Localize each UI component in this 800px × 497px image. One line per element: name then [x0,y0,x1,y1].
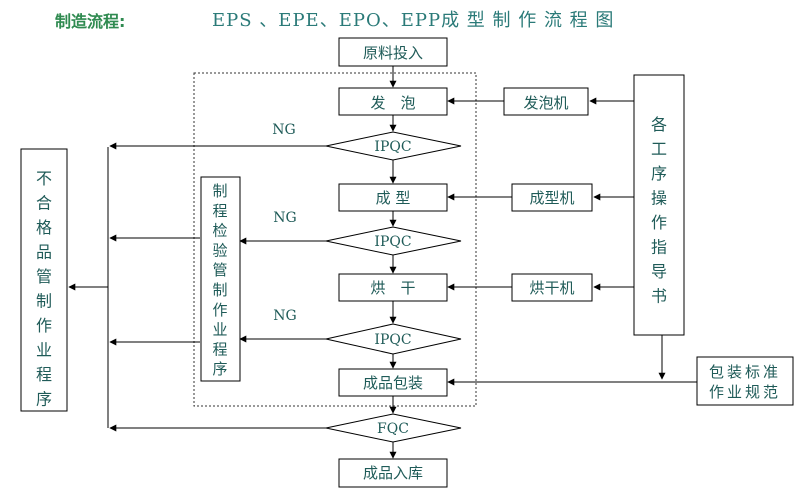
ng-label-3: NG [273,308,296,324]
ng-label-1: NG [272,122,295,138]
mold-machine-box: 成型机 [511,183,593,212]
foam-machine-box: 发泡机 [503,87,589,116]
ipqc-label-2: IPQC [374,234,411,250]
ng-label-2: NG [273,210,296,226]
nonconforming-char: 作 [36,316,52,335]
ipqc-diamond-1: IPQC [325,131,462,161]
sop-char: 作 [651,213,667,232]
nonconforming-char: 品 [36,243,52,262]
inspection-char: 程 [212,340,227,358]
inspection-char: 制 [212,281,227,299]
process-region [193,72,477,407]
inspection-char: 验 [212,241,227,259]
nonconforming-char: 合 [36,194,52,213]
inspection-char: 管 [212,261,227,279]
pack-standard-box: 包装标准 作业规范 [696,356,794,406]
foam-box: 发 泡 [338,87,448,116]
nonconforming-char: 程 [36,365,52,384]
nonconforming-char: 格 [36,218,52,237]
sop-char: 书 [651,287,667,306]
sop-char: 导 [651,262,667,281]
sop-char: 序 [651,164,667,183]
inspection-char: 作 [212,301,227,319]
pack-box: 成品包装 [338,368,448,397]
nonconforming-char: 不 [36,169,52,188]
pack-standard-line-2: 作业规范 [709,383,781,401]
warehouse-label: 成品入库 [363,464,423,482]
dry-box: 烘 干 [338,273,448,302]
inspection-char: 程 [212,202,227,220]
inspection-char: 制 [212,182,227,200]
sop-char: 工 [651,140,667,159]
foam-machine-label: 发泡机 [523,94,568,112]
sop-char: 各 [651,115,667,134]
foam-label: 发 泡 [370,94,415,112]
dry-machine-label: 烘干机 [529,279,574,297]
ipqc-diamond-3: IPQC [325,323,462,355]
pack-standard-line-1: 包装标准 [709,363,781,381]
fqc-diamond: FQC [325,413,462,443]
fqc-label: FQC [377,421,409,437]
nonconforming-char: 序 [36,390,52,409]
warehouse-box: 成品入库 [338,458,448,488]
raw-input-label: 原料投入 [363,44,423,62]
pack-label: 成品包装 [363,374,423,392]
sop-char: 指 [651,238,667,257]
nonconforming-char: 管 [36,267,52,286]
inspection-char: 业 [212,321,227,339]
mold-machine-label: 成型机 [529,189,574,207]
nonconforming-char: 制 [36,292,52,311]
header-label: 制造流程: [55,12,126,31]
inspection-char: 检 [212,222,227,240]
ng-arrows [68,142,326,432]
mold-label: 成 型 [376,189,411,207]
ipqc-label-1: IPQC [374,139,411,155]
dry-machine-box: 烘干机 [511,273,593,302]
dry-label: 烘 干 [370,279,415,297]
inspection-char: 序 [212,360,227,378]
machine-arrows [447,97,697,386]
ipqc-label-3: IPQC [374,332,411,348]
ipqc-diamond-2: IPQC [325,226,462,256]
sop-char: 操 [651,189,667,208]
header-title: EPS 、EPE、EPO、EPP成 型 制 作 流 程 图 [212,10,615,31]
mold-box: 成 型 [338,183,448,212]
nonconforming-char: 业 [36,341,52,360]
raw-input-box: 原料投入 [338,37,448,67]
